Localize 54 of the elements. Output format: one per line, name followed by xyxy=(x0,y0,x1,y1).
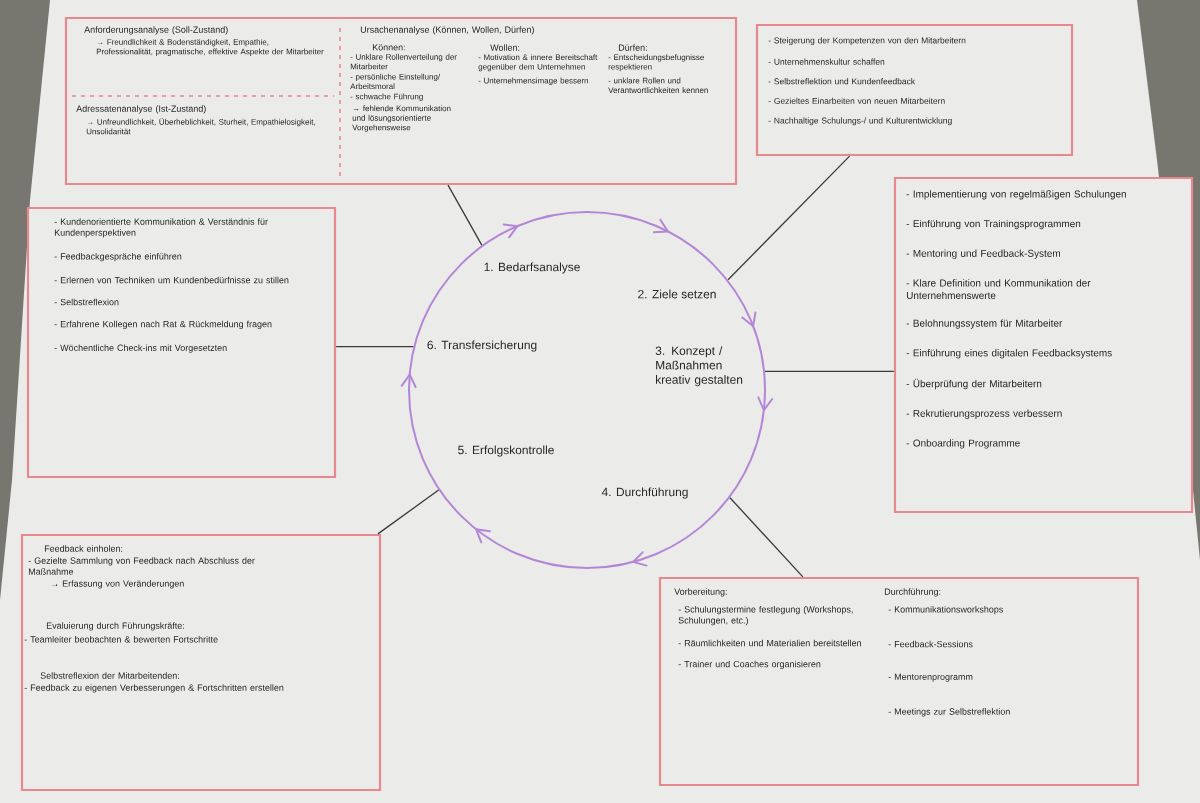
list-item: - Kundenorientierte Kommunikation & Verständnis für Kundenperspektiven xyxy=(54,218,268,238)
list-item: - Schulungstermine festlegung (Workshops, Schulungen, etc.) xyxy=(678,605,853,626)
list-item: - Wöchentliche Check-ins mit Vorgesetzten xyxy=(54,344,227,353)
list-item: - Meetings zur Selbstreflektion xyxy=(888,708,1010,717)
step-label: 3. Konzept / Maßnahmen kreativ gestalten xyxy=(655,346,743,387)
subheading: Wollen: xyxy=(490,44,520,51)
connector-line xyxy=(335,346,414,348)
list-item: - Onboarding Programme xyxy=(906,439,1020,449)
list-item: → Erfassung von Veränderungen xyxy=(52,580,184,589)
list-item: - Feedback zu eigenen Verbesserungen & Fortschritten erstellen xyxy=(24,684,284,693)
list-item: - Gezieltes Einarbeiten von neuen Mitarbeitern xyxy=(768,97,945,104)
list-item: - Belohnungssystem für Mitarbeiter xyxy=(906,319,1063,329)
list-item: - Mentoring und Feedback-System xyxy=(906,249,1060,259)
step-label: 2. Ziele setzen xyxy=(638,289,716,299)
list-item: - Trainer und Coaches organisieren xyxy=(678,660,821,669)
list-item: - Implementierung von regelmäßigen Schulungen xyxy=(906,190,1126,200)
list-item: - Selbstreflektion und Kundenfeedback xyxy=(768,78,916,85)
subheading: Können: xyxy=(372,44,405,51)
list-item: - Steigerung der Kompetenzen von den Mitarbeitern xyxy=(768,37,966,46)
list-item: - Feedback-Sessions xyxy=(888,640,973,648)
list-item: - Nachhaltige Schulungs-/ und Kulturentwicklung xyxy=(768,117,952,126)
heading: Anforderungsanalyse (Soll-Zustand) xyxy=(84,26,228,35)
step-label: 1. Bedarfsanalyse xyxy=(484,262,580,274)
heading: Vorbereitung: xyxy=(674,588,727,597)
list-item: - Kommunikationsworkshops xyxy=(888,605,1003,615)
heading: Adressatenanalyse (Ist-Zustand) xyxy=(76,105,206,114)
heading: Durchführung: xyxy=(884,588,941,597)
heading: Ursachenanalyse (Können, Wollen, Dürfen) xyxy=(360,26,534,35)
connector-line xyxy=(764,370,895,372)
list-item: - Mentorenprogramm xyxy=(888,673,973,682)
list-item: - Selbstreflexion xyxy=(54,298,119,306)
heading: Evaluierung durch Führungskräfte: xyxy=(46,622,184,631)
list-item: - Teamleiter beobachten & bewerten Fortschritte xyxy=(24,635,218,643)
connector-line xyxy=(727,155,851,281)
heading: Feedback einholen: xyxy=(44,545,123,552)
connector-line xyxy=(447,184,483,246)
step-label: 6. Transfersicherung xyxy=(427,340,537,352)
list-item: - Überprüfung der Mitarbeitern xyxy=(906,378,1042,390)
list-item: - Erlernen von Techniken um Kundenbedürfnisse zu stillen xyxy=(54,276,289,284)
list-item: - Erfahrene Kollegen nach Rat & Rückmeldung fragen xyxy=(54,320,272,329)
list-item: - Klare Definition und Kommunikation der Unternehmenswerte xyxy=(906,279,1091,299)
list-item: - Gezielte Sammlung von Feedback nach Abschluss der Maßnahme xyxy=(28,557,255,575)
heading: Selbstreflexion der Mitarbeitenden: xyxy=(40,672,179,679)
step-label: 5. Erfolgskontrolle xyxy=(458,445,554,457)
list-item: - Feedbackgespräche einführen xyxy=(54,252,182,262)
connector-line xyxy=(377,489,440,535)
list-item: - Räumlichkeiten und Materialien bereitstellen xyxy=(678,639,861,647)
list-item: - Unternehmenskultur schaffen xyxy=(768,58,885,65)
subheading: Dürfen: xyxy=(618,44,647,51)
list-item: - Rekrutierungsprozess verbessern xyxy=(906,409,1062,419)
connector-line xyxy=(729,497,804,578)
step-label: 4. Durchführung xyxy=(601,487,688,499)
list-item: - Einführung von Trainingsprogrammen xyxy=(906,219,1081,230)
list-item: - Einführung eines digitalen Feedbacksystems xyxy=(906,349,1112,359)
